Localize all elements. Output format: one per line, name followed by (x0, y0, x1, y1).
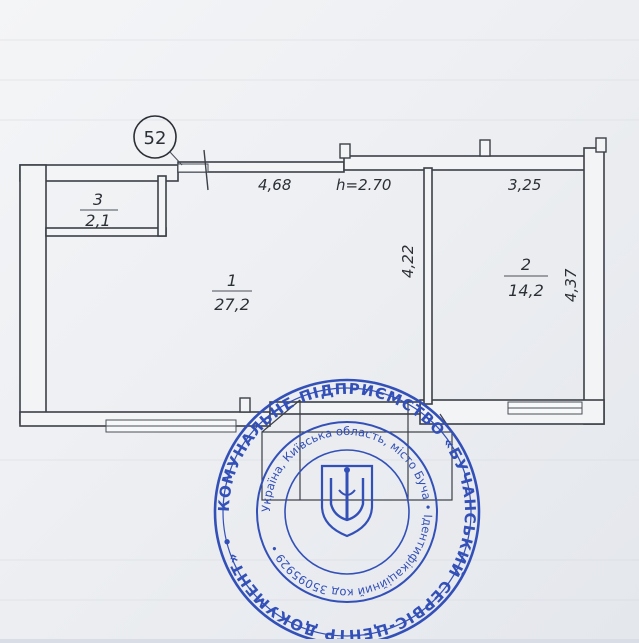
room-1: 1 27,2 (212, 271, 252, 314)
room-2-area: 14,2 (508, 281, 544, 300)
apartment-number: 52 (144, 128, 167, 149)
dimension-top-right: 3,25 (508, 176, 541, 194)
partitions (45, 167, 433, 405)
room-3-number: 3 (93, 190, 103, 209)
door-mark (203, 149, 209, 191)
room-1-number: 1 (227, 271, 237, 290)
dimension-right-height: 4,37 (562, 268, 580, 302)
dimension-partition-height: 4,22 (399, 245, 417, 278)
paper-grid (0, 39, 639, 601)
dimension-top-left: 4,68 (258, 176, 291, 194)
room-2-number: 2 (521, 255, 531, 274)
pencil-marks (261, 399, 453, 501)
apartment-number-circle (133, 115, 177, 159)
room-2: 2 14,2 (504, 255, 548, 300)
wall-stubs (239, 137, 607, 413)
windows (105, 163, 583, 433)
trident-emblem-icon (320, 464, 374, 538)
room-3: 3 2,1 (80, 190, 118, 230)
room-3-area: 2,1 (85, 211, 110, 230)
outer-walls (19, 147, 605, 427)
room-1-area: 27,2 (214, 295, 250, 314)
ceiling-height: h=2.70 (336, 176, 391, 194)
